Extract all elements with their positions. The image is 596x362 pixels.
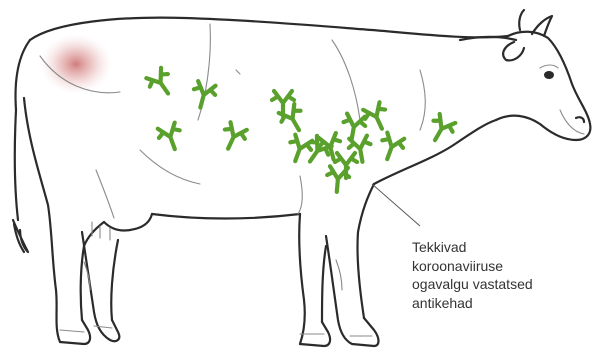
y-shaped-antibody-icon <box>145 67 177 100</box>
antibody-caption: Tekkivad koroonaviiruse ogavalgu vastats… <box>412 238 588 312</box>
y-shaped-antibody-icon <box>272 91 294 116</box>
y-shaped-antibody-icon <box>190 81 218 111</box>
y-shaped-antibody-icon <box>156 122 185 153</box>
y-shaped-antibody-icon <box>341 113 367 141</box>
y-shaped-antibody-icon <box>377 132 406 163</box>
caption-line-2: koroonaviiruse <box>412 257 588 276</box>
y-shaped-antibody-icon <box>301 135 333 168</box>
y-shaped-antibody-icon <box>218 121 249 153</box>
caption-line-3: ogavalgu vastatsed <box>412 275 588 294</box>
y-shaped-antibody-icon <box>425 113 457 146</box>
y-shaped-antibody-icon <box>361 101 392 133</box>
caption-line-4: antikehad <box>412 294 588 313</box>
caption-leader-line <box>372 184 420 226</box>
caption-line-1: Tekkivad <box>412 238 588 257</box>
antibody-cluster <box>145 67 457 193</box>
injection-site <box>40 34 112 94</box>
